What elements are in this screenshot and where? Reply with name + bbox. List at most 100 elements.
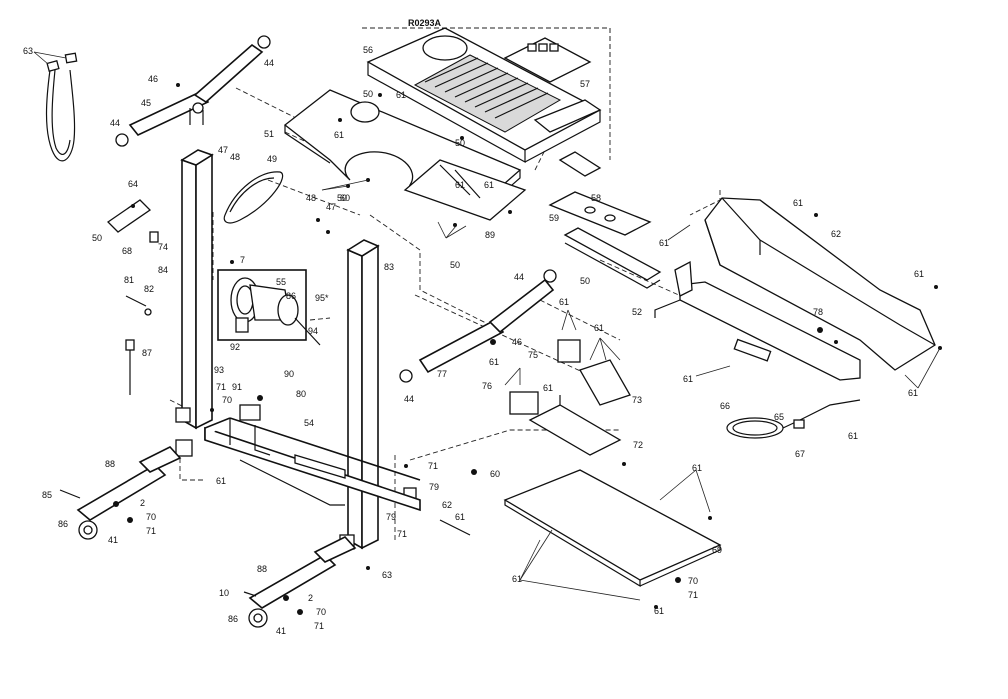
callout: 61 [654, 606, 664, 616]
fasteners [59, 83, 942, 615]
callout: 82 [144, 284, 154, 294]
rear-foot-right [248, 536, 357, 628]
callout: 81 [124, 275, 134, 285]
callout: 48 [230, 152, 240, 162]
callout: 44 [110, 118, 120, 128]
callout: 50 [92, 233, 102, 243]
callout: 79 [386, 512, 396, 522]
callout: 69 [712, 545, 722, 555]
console-overlay-57 [503, 37, 592, 83]
callout: 61 [692, 463, 702, 473]
callout: 61 [216, 476, 226, 486]
drive-belt-49 [223, 171, 284, 224]
callout: 67 [795, 449, 805, 459]
callout: 46 [512, 337, 522, 347]
leader-lines [33, 51, 941, 601]
callout: 77 [437, 369, 447, 379]
callout: 50 [363, 89, 373, 99]
callout: 62 [831, 229, 841, 239]
callout: 94 [308, 326, 318, 336]
left-upright-84 [175, 149, 214, 457]
callout: 78 [813, 307, 823, 317]
callout: 89 [485, 230, 495, 240]
callout: 47 [326, 202, 336, 212]
callout: 75 [528, 350, 538, 360]
callout: 76 [482, 381, 492, 391]
callout: 61 [908, 388, 918, 398]
callout: 66 [720, 401, 730, 411]
callout: 50 [580, 276, 590, 286]
callout: 70 [688, 576, 698, 586]
callout: 61 [914, 269, 924, 279]
callout: 61 [455, 180, 465, 190]
callout: 50 [455, 138, 465, 148]
callout: 70 [146, 512, 156, 522]
electronics [509, 339, 631, 456]
callout: 71 [688, 590, 698, 600]
callout: 61 [659, 238, 669, 248]
callout: 47 [218, 145, 228, 155]
callout: 60 [340, 193, 350, 203]
callout: 61 [683, 374, 693, 384]
bottom-pan-69 [503, 469, 722, 588]
callout: 86 [286, 291, 296, 301]
callout: 61 [484, 180, 494, 190]
callout: 48 [306, 193, 316, 203]
console-grille [424, 57, 549, 119]
callout: 64 [128, 179, 138, 189]
callout: 71 [397, 529, 407, 539]
callout: 95* [315, 293, 329, 303]
callout: 71 [428, 461, 438, 471]
callout: 60 [490, 469, 500, 479]
callout: 62 [442, 500, 452, 510]
callout: 59 [549, 213, 559, 223]
callout: 51 [264, 129, 274, 139]
callout: 70 [316, 607, 326, 617]
callout: 50 [450, 260, 460, 270]
callout: 44 [514, 272, 524, 282]
callout: 41 [108, 535, 118, 545]
bracket-64 [106, 199, 159, 243]
callout: 50 [337, 193, 347, 203]
callout: 54 [304, 418, 314, 428]
callout: 71 [146, 526, 156, 536]
callout: 49 [267, 154, 277, 164]
callout: 91 [232, 382, 242, 392]
callout: 63 [382, 570, 392, 580]
callout: 88 [257, 564, 267, 574]
handlebar-right-77 [399, 269, 557, 383]
diagram-code: R0293A [408, 18, 442, 28]
callout: 7 [240, 255, 245, 265]
power-cord-63 [45, 52, 78, 162]
callout: 92 [230, 342, 240, 352]
power-cord-66 [726, 399, 861, 439]
callout: 61 [543, 383, 553, 393]
callout: 79 [429, 482, 439, 492]
callout: 52 [632, 307, 642, 317]
callout: 84 [158, 265, 168, 275]
motor-hood-62 [704, 197, 936, 371]
callout: 56 [363, 45, 373, 55]
callout: 61 [793, 198, 803, 208]
callout: 61 [334, 130, 344, 140]
callout: 80 [296, 389, 306, 399]
callout: 61 [512, 574, 522, 584]
callout: 63 [23, 46, 33, 56]
callout: 61 [455, 512, 465, 522]
callout: 73 [632, 395, 642, 405]
callout: 10 [219, 588, 229, 598]
callout: 55 [276, 277, 286, 287]
callout: 72 [633, 440, 643, 450]
callout: 61 [594, 323, 604, 333]
callout: 2 [308, 593, 313, 603]
callout: 74 [158, 242, 168, 252]
handlebar-left-45 [115, 35, 271, 147]
base-frame [204, 404, 421, 512]
callout: 61 [489, 357, 499, 367]
callout: 90 [284, 369, 294, 379]
motor-assembly-box [217, 260, 321, 346]
callout: 88 [105, 459, 115, 469]
callout: 61 [848, 431, 858, 441]
chassis-plate-52 [654, 260, 861, 381]
